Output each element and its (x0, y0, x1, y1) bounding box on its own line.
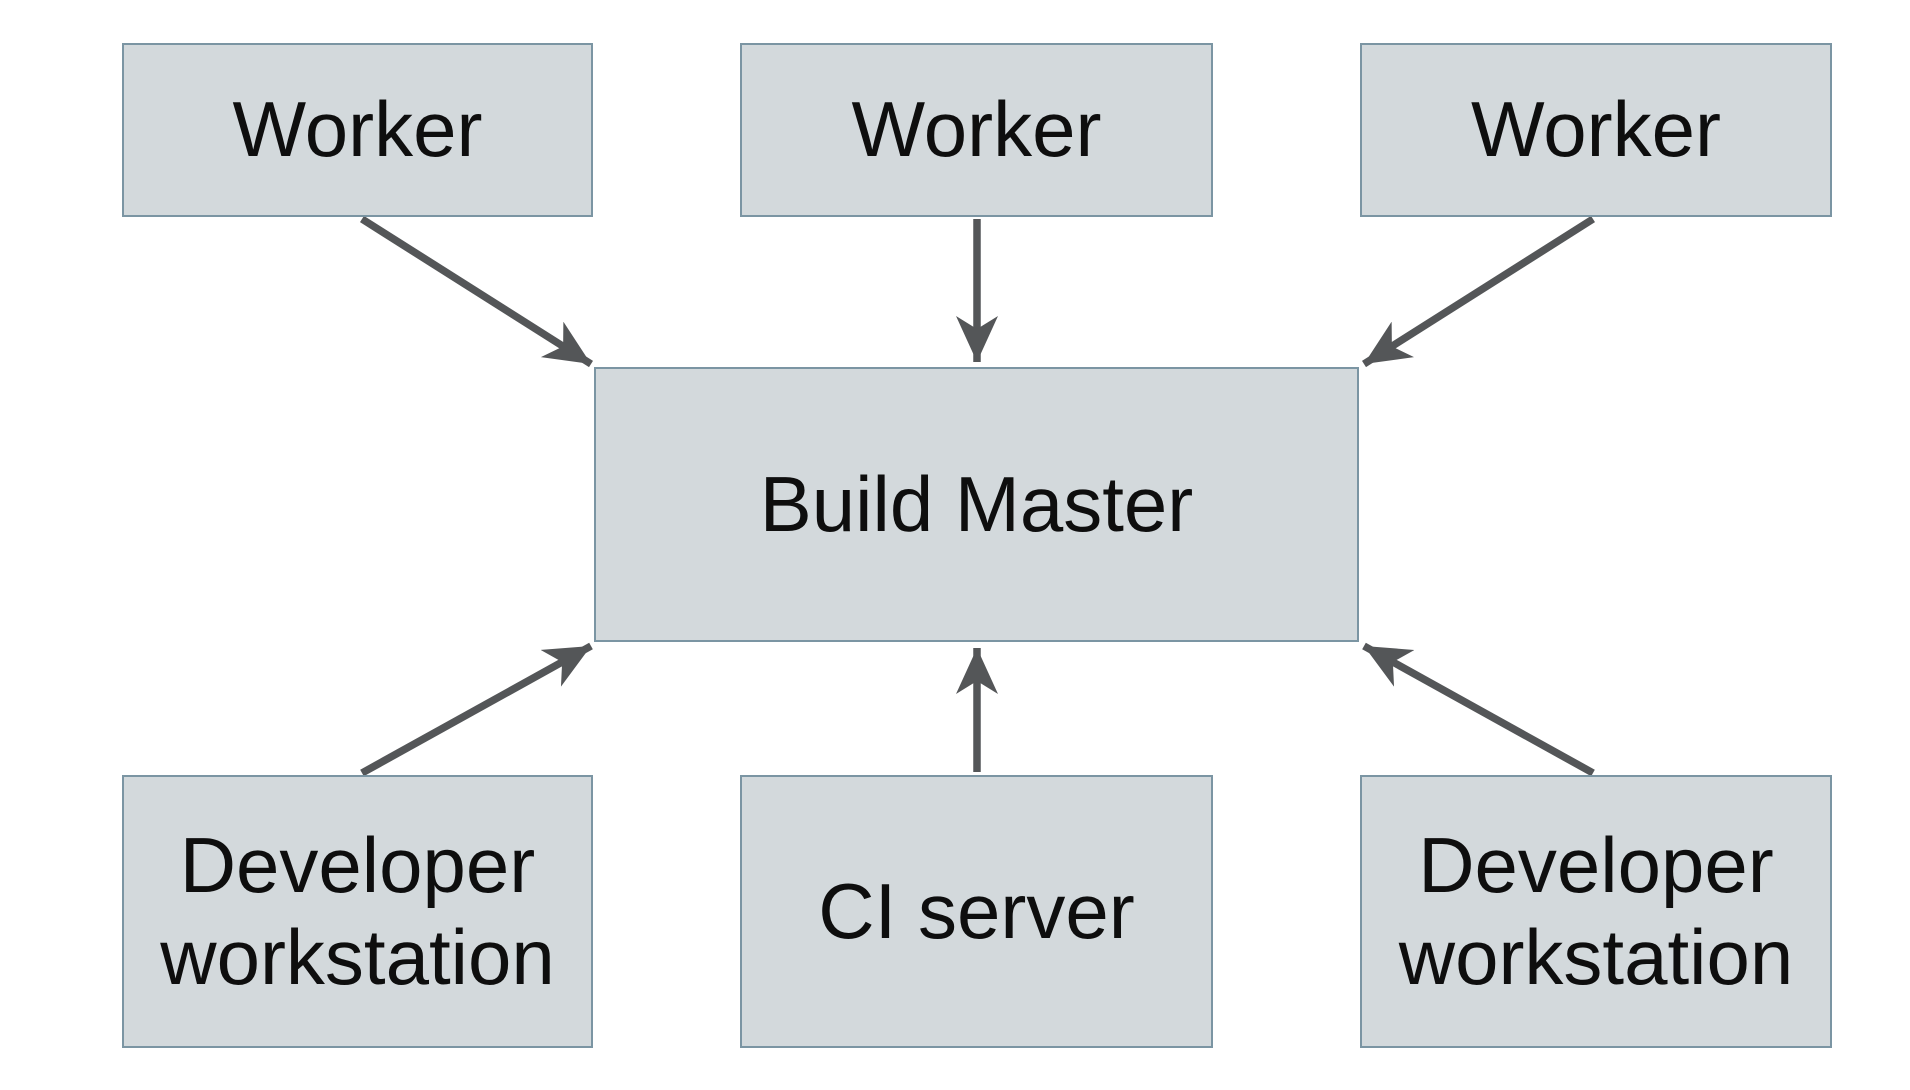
node-worker-top-left: Worker (122, 43, 593, 217)
node-worker-top-center: Worker (740, 43, 1213, 217)
node-developer-workstation-left: Developer workstation (122, 775, 593, 1048)
node-worker-top-right: Worker (1360, 43, 1832, 217)
node-worker-top-left-label: Worker (232, 85, 483, 174)
node-worker-top-right-label: Worker (1471, 85, 1721, 174)
node-worker-top-center-label: Worker (851, 85, 1102, 174)
arrow-developer-right-to-build-master (1362, 642, 1595, 777)
node-build-master: Build Master (594, 367, 1359, 642)
node-developer-workstation-right: Developer workstation (1360, 775, 1832, 1048)
node-ci-server: CI server (740, 775, 1213, 1048)
arrow-worker-top-left-to-build-master (359, 215, 594, 368)
node-build-master-label: Build Master (759, 459, 1194, 548)
arrow-developer-left-to-build-master (360, 642, 593, 777)
node-developer-workstation-left-label: Developer workstation (160, 821, 555, 1001)
node-developer-workstation-right-label: Developer workstation (1398, 821, 1794, 1001)
node-ci-server-label: CI server (818, 866, 1135, 955)
arrow-worker-top-right-to-build-master (1361, 215, 1596, 368)
